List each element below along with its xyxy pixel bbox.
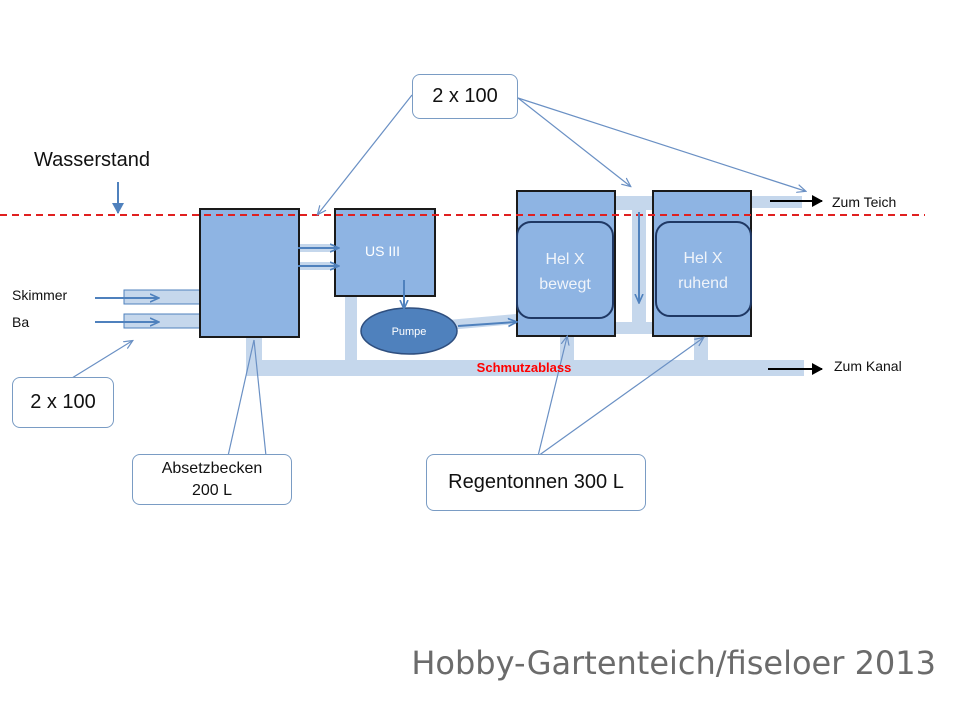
callout-top-text: 2 x 100 <box>432 85 498 107</box>
barrels-pointer-2 <box>537 338 703 457</box>
ba-label: Ba <box>12 314 30 330</box>
footer-credit: Hobby-Gartenteich/fiseloer 2013 <box>411 644 936 682</box>
helx-resting-label-1: Hel X <box>683 250 722 267</box>
skimmer-label: Skimmer <box>12 287 68 303</box>
to-canal-label: Zum Kanal <box>834 358 902 374</box>
settling-tank <box>199 208 300 338</box>
drain-pipe-helx-resting <box>694 334 708 362</box>
drain-pipe-main <box>246 360 804 376</box>
ba-pipe <box>124 314 202 328</box>
pump <box>360 307 458 355</box>
water-level-label: Wasserstand <box>34 149 150 171</box>
callout-left-2x100: 2 x 100 <box>12 377 114 428</box>
to-pond-label: Zum Teich <box>832 194 897 210</box>
callout-top-pointer-pond <box>517 97 805 191</box>
callout-settling-text-2: 200 L <box>191 481 233 499</box>
pump-to-helx-arrow <box>457 322 516 326</box>
skimmer-pipe <box>124 290 202 304</box>
helx-moving-label-2: bewegt <box>539 276 591 293</box>
helx-resting-label-2: ruhend <box>678 275 728 292</box>
callout-left-text: 2 x 100 <box>30 391 96 413</box>
drain-pipe-us3 <box>345 296 357 362</box>
pump-label: Pumpe <box>392 326 427 338</box>
callout-left-pointer <box>71 341 132 379</box>
helx-moving-media <box>516 221 614 319</box>
helx-moving-label-1: Hel X <box>545 251 584 268</box>
us3-label: US III <box>365 243 400 259</box>
callout-top-pointer-us3 <box>318 94 413 214</box>
callout-top-pointer-connector <box>517 97 630 186</box>
dirt-drain-label: Schmutzablass <box>477 360 572 375</box>
callout-barrels-text: Regentonnen 300 L <box>448 471 624 493</box>
callout-rain-barrels: Regentonnen 300 L <box>426 454 646 511</box>
callout-settling-text-1: Absetzbecken <box>161 459 263 477</box>
settling-pointer-2 <box>253 339 267 457</box>
callout-top-2x100: 2 x 100 <box>412 74 518 119</box>
helx-resting-media <box>655 221 752 317</box>
settling-pointer-1 <box>227 339 255 457</box>
barrels-pointer-1 <box>537 337 567 457</box>
callout-settling-tank: Absetzbecken 200 L <box>132 454 292 505</box>
connector-pipe-bottom <box>614 322 654 334</box>
